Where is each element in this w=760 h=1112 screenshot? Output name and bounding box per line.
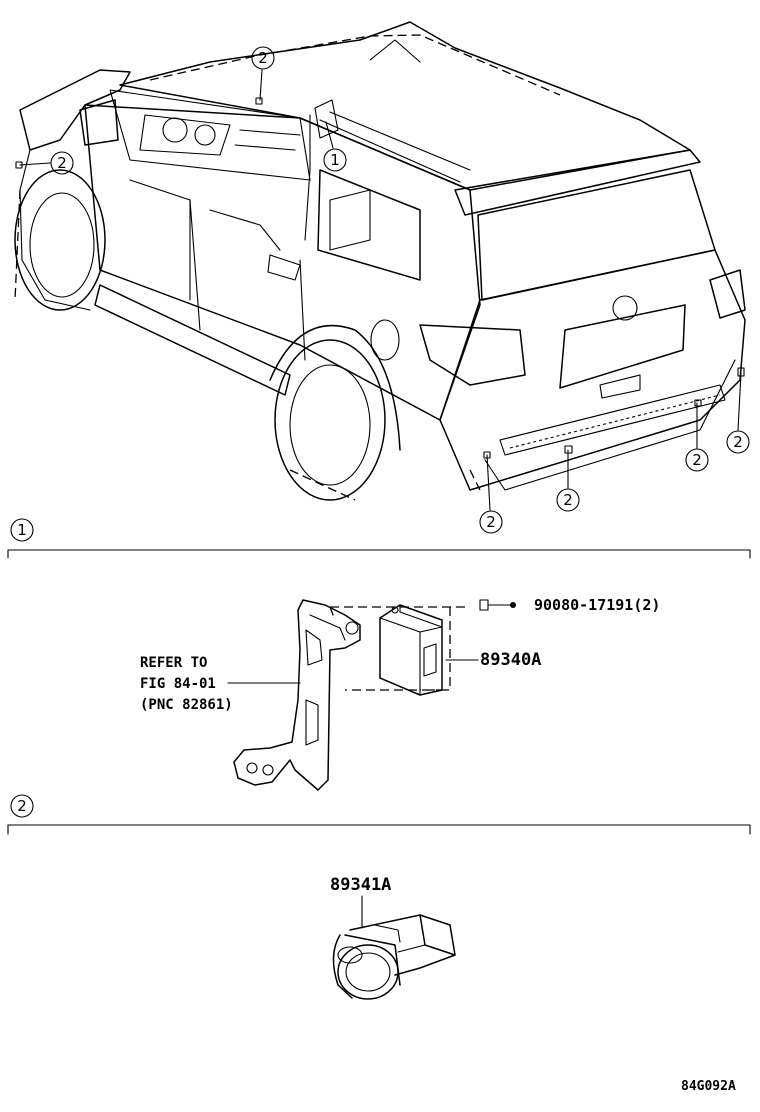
computer-part-number: 89340A [480, 650, 541, 670]
svg-text:2: 2 [258, 49, 268, 67]
parking-assist-computer [379, 604, 443, 696]
svg-text:1: 1 [17, 521, 27, 539]
ultrasonic-sensor [332, 914, 456, 1000]
svg-text:2: 2 [733, 433, 743, 451]
callout-2-bumper-right: 2 [685, 448, 709, 472]
svg-text:1: 1 [330, 151, 340, 169]
bolt-part-number: 90080-17191(2) [534, 596, 660, 614]
svg-text:2: 2 [486, 513, 496, 531]
refer-text-line1: REFER TO [140, 655, 207, 671]
sensor-part-number: 89341A [330, 875, 391, 895]
refer-text-line2: FIG 84-01 [140, 676, 216, 692]
vehicle-illustration [14, 21, 746, 501]
figure-code: 84G092A [681, 1079, 736, 1094]
svg-text:2: 2 [17, 797, 27, 815]
callout-2-corner: 2 [726, 430, 750, 454]
callout-2-front: 2 [50, 151, 74, 175]
bolt-icon [479, 599, 516, 611]
vehicle-callout-leaders [19, 69, 742, 511]
callout-2-bumper-center: 2 [556, 488, 580, 512]
svg-text:2: 2 [692, 451, 702, 469]
section-2-header: 2 [7, 794, 751, 835]
refer-text-line3: (PNC 82861) [140, 697, 233, 713]
assembly-dashed-outline [329, 606, 470, 691]
callout-2-bumper-left: 2 [479, 510, 503, 534]
section-1-header: 1 [7, 518, 751, 559]
mounting-bracket [233, 599, 361, 791]
svg-text:2: 2 [57, 154, 67, 172]
svg-text:2: 2 [563, 491, 573, 509]
callout-1-vehicle: 1 [323, 148, 347, 172]
callout-2-top: 2 [251, 46, 275, 70]
